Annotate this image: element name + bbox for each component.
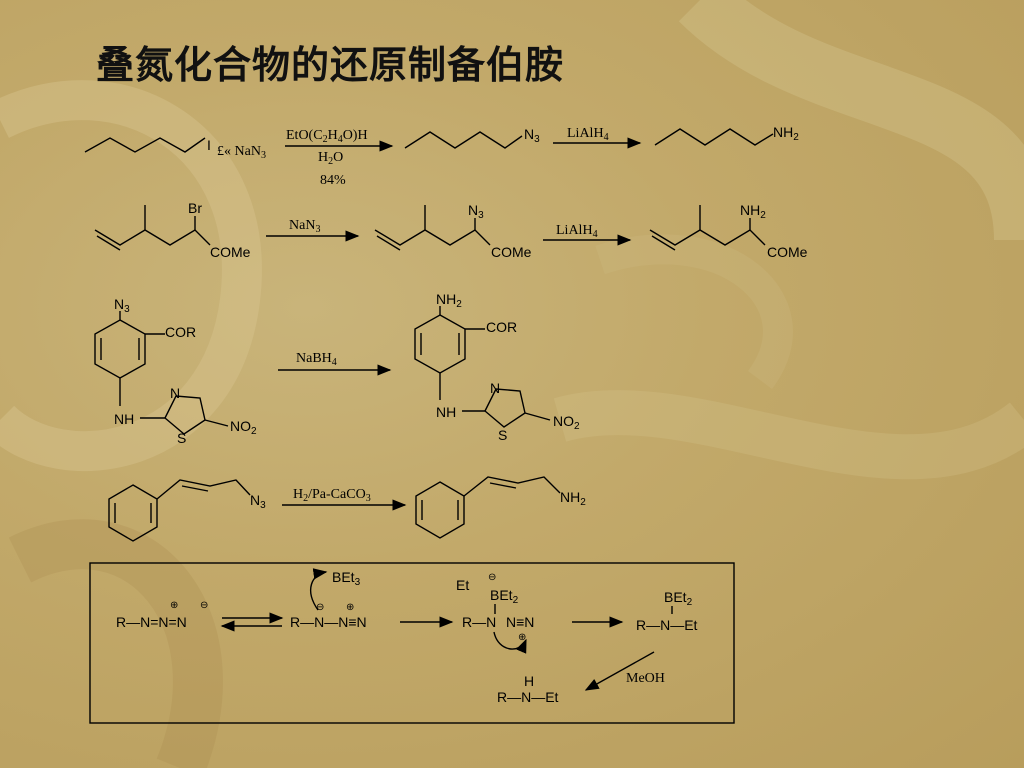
no2-bond-3a	[204, 419, 229, 427]
azide-label-2: N3	[468, 202, 484, 221]
charge-plus-1: ⊕	[170, 600, 178, 611]
reaction-3: N3 COR NH N S NO2 NaBH4 NH2 COR NH	[94, 291, 580, 446]
chain-2-start	[94, 229, 211, 246]
cinnamyl-chain-4a	[156, 479, 251, 500]
curved-arrow-migration	[493, 631, 527, 654]
condition-above: EtO(C2H4O)H	[286, 128, 368, 145]
amine-label: NH2	[773, 124, 799, 143]
charge-plus-3: ⊕	[518, 632, 526, 643]
azide-label: N3	[524, 126, 540, 145]
azide-resonance-1: R—N=N=N	[116, 614, 187, 630]
reagent-lialh4-1: LiAlH4	[567, 126, 609, 143]
charge-minus-1: ⊖	[200, 600, 208, 611]
no2-bond-3b	[524, 412, 551, 421]
complex-et: Et	[456, 577, 469, 593]
benzene-ring-4b	[415, 481, 465, 539]
reaction-4: N3 H2/Pa-CaCO3 NH2	[108, 476, 586, 542]
product-chain: R—N—Et	[497, 689, 559, 705]
thiazole-s-3b: S	[498, 427, 507, 443]
amine-label-3: NH2	[436, 291, 462, 310]
alkene-4b	[489, 482, 517, 489]
thiazole-ring-3a	[164, 395, 206, 435]
alkyl-chain-start	[84, 137, 206, 153]
yield-label: 84%	[320, 173, 346, 188]
thiazole-ring-3b	[484, 388, 526, 428]
reagent-h2-pd: H2/Pa-CaCO3	[293, 487, 371, 504]
iodo-label: I	[207, 137, 211, 153]
no2-label-3b: NO2	[553, 413, 580, 432]
arrow-m3	[584, 651, 655, 691]
curved-arrow-attack	[309, 568, 328, 611]
cor-label-3a: COR	[165, 324, 196, 340]
alkyl-chain-azide	[404, 131, 523, 149]
azide-label-4: N3	[250, 492, 266, 511]
slide-title: 叠氮化合物的还原制备伯胺	[96, 43, 565, 87]
borane-label: BEt3	[332, 569, 361, 588]
thiazole-n-3b: N	[490, 380, 500, 396]
double-bond-2a	[96, 235, 121, 251]
charge-plus-2: ⊕	[346, 602, 354, 613]
complex-n2: N≡N	[506, 614, 534, 630]
cor-label-3b: COR	[486, 319, 517, 335]
borylamine-bet2: BEt2	[664, 589, 693, 608]
amine-label-4: NH2	[560, 489, 586, 508]
charge-minus-2: ⊖	[316, 602, 324, 613]
benzene-ring-4a	[108, 484, 158, 542]
nh-label-3a: NH	[114, 411, 134, 427]
reagent-nabh4: NaBH4	[296, 351, 337, 368]
come-label-c: COMe	[767, 244, 808, 260]
amine-label-2: NH2	[740, 202, 766, 221]
chain-2-azide	[374, 229, 491, 246]
reagent-lialh4-2: LiAlH4	[556, 223, 598, 240]
benzene-ring-3a	[94, 319, 146, 379]
reaction-2: Br COMe NaN3 N3 COMe LiAlH4 NH2 COMe	[94, 200, 808, 260]
azide-resonance-2: R—N—N≡N	[290, 614, 367, 630]
condition-below: H2O	[318, 150, 343, 167]
chain-2-amine	[649, 229, 766, 246]
reagent-prefix: £« NaN3	[217, 144, 266, 161]
nh-label-3b: NH	[436, 404, 456, 420]
product-h: H	[524, 673, 534, 689]
methanol-label: MeOH	[626, 671, 665, 686]
reagent-nan3: NaN3	[289, 218, 320, 235]
complex-r: R—N	[462, 614, 496, 630]
mechanism-frame	[89, 562, 735, 724]
no2-label-3a: NO2	[230, 418, 257, 437]
alkyl-chain-amine	[654, 128, 774, 146]
borylamine-chain: R—N—Et	[636, 617, 698, 633]
double-bond-2c	[651, 235, 676, 251]
cinnamyl-chain-4b	[463, 476, 561, 497]
alkene-4a	[181, 485, 209, 492]
double-bond-2b	[376, 235, 401, 251]
benzene-ring-3b	[414, 314, 466, 374]
complex-bet2: BEt2	[490, 587, 519, 606]
azide-label-3: N3	[114, 296, 130, 315]
come-label-a: COMe	[210, 244, 251, 260]
charge-minus-3: ⊖	[488, 572, 496, 583]
thiazole-n-3a: N	[170, 385, 180, 401]
reaction-1: I £« NaN3 EtO(C2H4O)H H2O 84% N3 LiAlH4 …	[84, 124, 799, 188]
come-label-b: COMe	[491, 244, 532, 260]
mechanism-box: R—N=N=N ⊕ ⊖ R—N—N≡N ⊖ ⊕ BEt3 Et ⊖ BEt2 R…	[89, 562, 735, 724]
thiazole-s-3a: S	[177, 430, 186, 446]
bromo-label: Br	[188, 200, 202, 216]
